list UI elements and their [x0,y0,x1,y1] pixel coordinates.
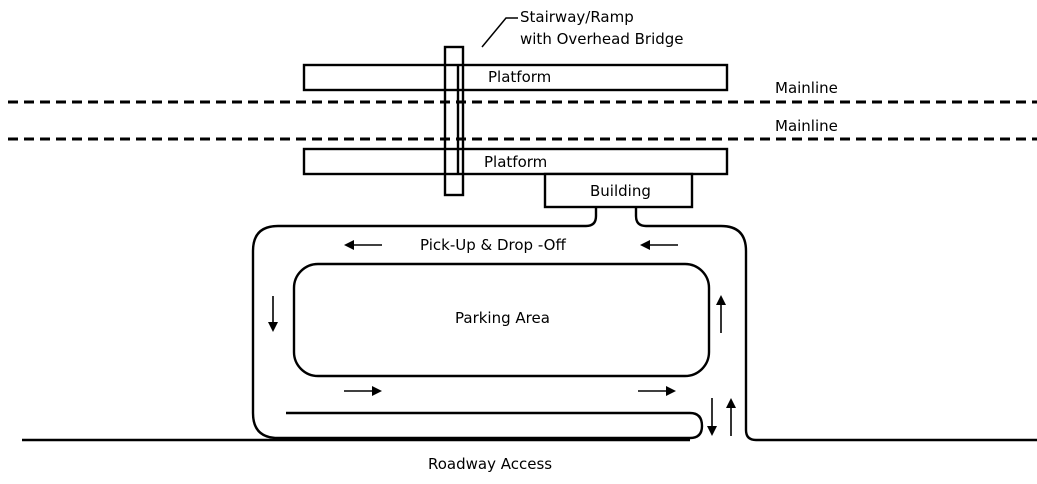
arrow-right-bottom-west [344,386,382,396]
loop-road-right-edge [634,208,1037,442]
platform-north-label: Platform [488,68,551,86]
platform-north [302,63,729,92]
parking-area-label: Parking Area [455,309,550,327]
loop-road-outer-edge [251,208,704,440]
building-label: Building [590,182,651,200]
stairway-label-line2: with Overhead Bridge [520,30,684,48]
platform-south-label: Platform [484,153,547,171]
roadway-access-label: Roadway Access [428,455,552,473]
station-building [543,172,694,209]
arrow-down-west [268,296,278,332]
arrow-left-top-east [640,240,678,250]
arrow-right-bottom-east [638,386,676,396]
mainline-north-label: Mainline [775,79,838,97]
stairway-leader-line [481,17,518,48]
stairway-ramp-bridge [443,45,465,197]
mainline-south-label: Mainline [775,117,838,135]
arrow-down-entry [707,398,717,436]
parking-area [292,262,711,378]
arrow-up-east [716,295,726,333]
arrow-left-top-west [344,240,382,250]
arrow-up-entry [726,398,736,436]
pickup-dropoff-label: Pick-Up & Drop -Off [420,236,566,254]
stairway-label-line1: Stairway/Ramp [520,8,634,26]
platform-south [302,147,729,176]
